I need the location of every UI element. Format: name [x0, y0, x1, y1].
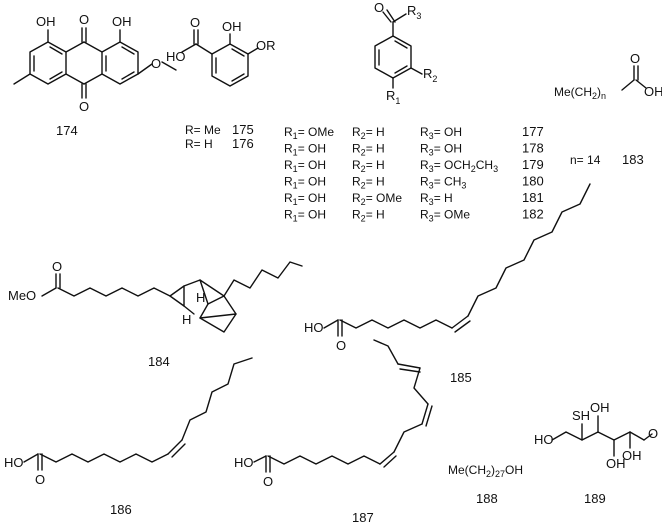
compound-number-179: 179	[522, 157, 544, 172]
compound-number-188: 188	[476, 491, 498, 506]
r3-value: R3= CH3	[420, 175, 466, 191]
structure-183: Me(CH2)n O OH n= 14 183	[554, 51, 662, 167]
atom-oh-label: OH	[36, 14, 56, 29]
atom-oh-label: OH	[622, 448, 642, 463]
atom-o-label: O	[151, 56, 161, 71]
formula-label: Me(CH2)n	[554, 85, 606, 101]
atom-o-label: O	[263, 474, 273, 489]
r2-value: R2= H	[352, 158, 385, 174]
formula-label: Me(CH2)27OH	[448, 463, 523, 479]
compound-number-177: 177	[522, 124, 544, 139]
structure-187: HO O 187	[234, 339, 433, 525]
r1-value: R1= OH	[284, 142, 326, 158]
compound-number-183: 183	[622, 152, 644, 167]
r2-value: R2= OMe	[352, 191, 402, 207]
r2-value: R2= H	[352, 125, 385, 141]
atom-ho-label: HO	[4, 455, 24, 470]
r2-value: R2= H	[352, 208, 385, 224]
compound-number-189: 189	[584, 491, 606, 506]
atom-o-label: O	[79, 99, 89, 114]
compound-number-174: 174	[56, 123, 78, 138]
structure-174: OH O OH O O 174	[13, 12, 177, 138]
atom-oh-label: OH	[644, 84, 662, 99]
r2-label: R2	[423, 66, 437, 84]
atom-o-label: O	[79, 12, 89, 27]
r1-value: R1= OH	[284, 158, 326, 174]
structure-186: HO O 186	[4, 357, 253, 517]
atom-o-label: O	[374, 0, 384, 15]
compound-number-181: 181	[522, 190, 544, 205]
atom-or-label: OR	[256, 38, 276, 53]
atom-o-label: O	[336, 338, 346, 353]
r3-value: R3= OH	[420, 125, 462, 141]
atom-ho-label: HO	[304, 320, 324, 335]
variant-label: R= H	[185, 137, 213, 151]
r1-value: R1= OH	[284, 191, 326, 207]
atom-o-label: O	[630, 51, 640, 66]
compound-number-187: 187	[352, 510, 374, 525]
structure-185: HO O 185	[304, 183, 591, 385]
structure-184: MeO O H H 184	[8, 259, 303, 369]
compound-number-176: 176	[232, 136, 254, 151]
r1-label: R1	[386, 88, 400, 106]
atom-ho-label: HO	[166, 49, 186, 64]
atom-ho-label: HO	[534, 432, 554, 447]
atom-oh-label: OH	[112, 14, 132, 29]
atom-o-label: O	[52, 259, 62, 274]
r2-value: R2= H	[352, 142, 385, 158]
atom-oh-label: OH	[222, 19, 242, 34]
r2-value: R2= H	[352, 175, 385, 191]
r1-value: R1= OMe	[284, 125, 334, 141]
compound-number-182: 182	[522, 207, 544, 222]
atom-oh-label: OH	[606, 456, 626, 471]
variant-label: R= Me	[185, 123, 221, 137]
structure-188: Me(CH2)27OH 188	[448, 463, 523, 506]
r3-value: R3= OMe	[420, 208, 470, 224]
atom-h-label: H	[182, 312, 191, 327]
compound-number-184: 184	[148, 354, 170, 369]
compound-number-185: 185	[450, 370, 472, 385]
compound-number-180: 180	[522, 174, 544, 189]
compound-number-175: 175	[232, 122, 254, 137]
atom-oh-label: OH	[590, 400, 610, 415]
r3-value: R3= OCH2CH3	[420, 158, 498, 174]
atom-o-label: O	[35, 472, 45, 487]
r3-value: R3= OH	[420, 142, 462, 158]
compound-number-178: 178	[522, 141, 544, 156]
atom-ho-label: HO	[234, 455, 254, 470]
r3-value: R3= H	[420, 191, 453, 207]
structure-175-176: O HO OH OR R= Me 175 R= H 176	[166, 15, 276, 151]
r1-value: R1= OH	[284, 175, 326, 191]
compound-number-186: 186	[110, 502, 132, 517]
structure-189: HO SH OH OH OH O 189	[534, 400, 658, 506]
r3-label: R3	[407, 3, 421, 21]
atom-o-label: O	[190, 15, 200, 30]
atom-sh-label: SH	[572, 408, 590, 423]
r1-value: R1= OH	[284, 208, 326, 224]
atom-meo-label: MeO	[8, 288, 36, 303]
atom-o-label: O	[648, 426, 658, 441]
n-value-label: n= 14	[570, 153, 601, 167]
atom-h-label: H	[196, 290, 205, 305]
